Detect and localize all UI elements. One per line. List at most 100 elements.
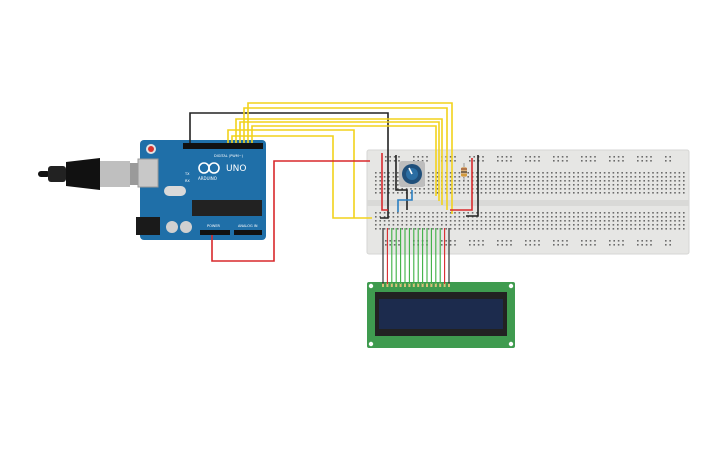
breadboard-hole[interactable]	[590, 180, 593, 182]
breadboard-hole[interactable]	[436, 212, 439, 214]
breadboard-hole[interactable]	[564, 192, 566, 194]
breadboard-hole[interactable]	[586, 212, 588, 214]
breadboard-hole[interactable]	[505, 156, 508, 158]
breadboard-hole[interactable]	[423, 212, 425, 214]
breadboard-hole[interactable]	[520, 184, 522, 186]
breadboard-hole[interactable]	[413, 156, 415, 158]
breadboard-hole[interactable]	[669, 160, 671, 162]
breadboard-hole[interactable]	[553, 244, 555, 246]
breadboard-hole[interactable]	[630, 212, 632, 214]
breadboard-hole[interactable]	[546, 192, 549, 194]
breadboard-hole[interactable]	[511, 180, 513, 182]
breadboard-hole[interactable]	[392, 228, 395, 230]
breadboard-hole[interactable]	[599, 212, 601, 214]
breadboard-hole[interactable]	[542, 184, 544, 186]
breadboard-hole[interactable]	[445, 224, 447, 226]
breadboard-hole[interactable]	[427, 176, 430, 178]
breadboard-hole[interactable]	[622, 244, 624, 246]
breadboard-hole[interactable]	[661, 212, 663, 214]
breadboard-hole[interactable]	[458, 172, 461, 174]
breadboard-hole[interactable]	[669, 240, 671, 242]
breadboard-hole[interactable]	[502, 180, 505, 182]
breadboard-hole[interactable]	[389, 156, 391, 158]
breadboard-hole[interactable]	[498, 228, 500, 230]
breadboard-hole[interactable]	[458, 184, 461, 186]
breadboard-hole[interactable]	[557, 160, 559, 162]
breadboard-hole[interactable]	[555, 224, 557, 226]
breadboard-hole[interactable]	[669, 188, 672, 190]
breadboard-hole[interactable]	[388, 212, 390, 214]
breadboard-hole[interactable]	[577, 224, 579, 226]
breadboard-hole[interactable]	[511, 228, 513, 230]
breadboard-hole[interactable]	[467, 220, 469, 222]
breadboard-hole[interactable]	[507, 176, 509, 178]
breadboard-hole[interactable]	[645, 156, 648, 158]
breadboard-hole[interactable]	[515, 172, 518, 174]
breadboard-hole[interactable]	[385, 244, 387, 246]
breadboard-hole[interactable]	[665, 184, 667, 186]
breadboard-hole[interactable]	[410, 212, 412, 214]
breadboard-hole[interactable]	[643, 224, 645, 226]
breadboard-hole[interactable]	[436, 220, 439, 222]
breadboard-hole[interactable]	[647, 216, 650, 218]
breadboard-hole[interactable]	[485, 220, 487, 222]
breadboard-hole[interactable]	[625, 224, 628, 226]
breadboard-hole[interactable]	[405, 216, 408, 218]
breadboard-hole[interactable]	[449, 192, 452, 194]
breadboard-hole[interactable]	[383, 188, 386, 190]
breadboard-hole[interactable]	[630, 224, 632, 226]
breadboard-hole[interactable]	[533, 216, 535, 218]
breadboard-hole[interactable]	[586, 220, 588, 222]
breadboard-hole[interactable]	[678, 228, 681, 230]
breadboard-hole[interactable]	[603, 212, 606, 214]
breadboard-hole[interactable]	[546, 184, 549, 186]
breadboard-hole[interactable]	[375, 180, 377, 182]
breadboard-hole[interactable]	[581, 188, 584, 190]
breadboard-hole[interactable]	[546, 220, 549, 222]
breadboard-hole[interactable]	[609, 240, 611, 242]
breadboard-hole[interactable]	[515, 180, 518, 182]
breadboard-hole[interactable]	[656, 220, 659, 222]
breadboard-hole[interactable]	[683, 184, 685, 186]
breadboard-hole[interactable]	[485, 192, 487, 194]
breadboard-hole[interactable]	[608, 180, 610, 182]
breadboard-hole[interactable]	[449, 172, 452, 174]
breadboard-hole[interactable]	[581, 192, 584, 194]
breadboard-hole[interactable]	[489, 176, 491, 178]
breadboard-hole[interactable]	[573, 224, 575, 226]
breadboard-hole[interactable]	[555, 212, 557, 214]
breadboard-hole[interactable]	[410, 192, 412, 194]
breadboard-hole[interactable]	[414, 212, 417, 214]
breadboard-hole[interactable]	[595, 172, 597, 174]
breadboard-hole[interactable]	[432, 188, 434, 190]
breadboard-hole[interactable]	[398, 240, 400, 242]
breadboard-hole[interactable]	[467, 172, 469, 174]
breadboard-hole[interactable]	[410, 188, 412, 190]
breadboard-hole[interactable]	[590, 192, 593, 194]
breadboard-hole[interactable]	[594, 156, 596, 158]
breadboard-hole[interactable]	[589, 244, 592, 246]
breadboard-hole[interactable]	[533, 156, 536, 158]
breadboard-hole[interactable]	[538, 240, 540, 242]
breadboard-hole[interactable]	[392, 216, 395, 218]
breadboard-hole[interactable]	[397, 228, 399, 230]
breadboard-hole[interactable]	[625, 180, 628, 182]
breadboard-hole[interactable]	[641, 240, 643, 242]
breadboard-hole[interactable]	[621, 228, 623, 230]
breadboard-hole[interactable]	[661, 176, 663, 178]
breadboard-hole[interactable]	[467, 212, 469, 214]
breadboard-hole[interactable]	[419, 224, 421, 226]
breadboard-hole[interactable]	[586, 192, 588, 194]
breadboard-hole[interactable]	[419, 228, 421, 230]
breadboard-hole[interactable]	[520, 220, 522, 222]
breadboard-hole[interactable]	[564, 228, 566, 230]
breadboard-hole[interactable]	[489, 220, 491, 222]
breadboard-hole[interactable]	[551, 176, 553, 178]
breadboard-hole[interactable]	[589, 160, 592, 162]
breadboard-hole[interactable]	[674, 184, 676, 186]
breadboard-hole[interactable]	[524, 228, 527, 230]
breadboard-hole[interactable]	[397, 224, 399, 226]
breadboard-hole[interactable]	[469, 160, 471, 162]
breadboard-hole[interactable]	[538, 244, 540, 246]
breadboard-hole[interactable]	[669, 244, 671, 246]
